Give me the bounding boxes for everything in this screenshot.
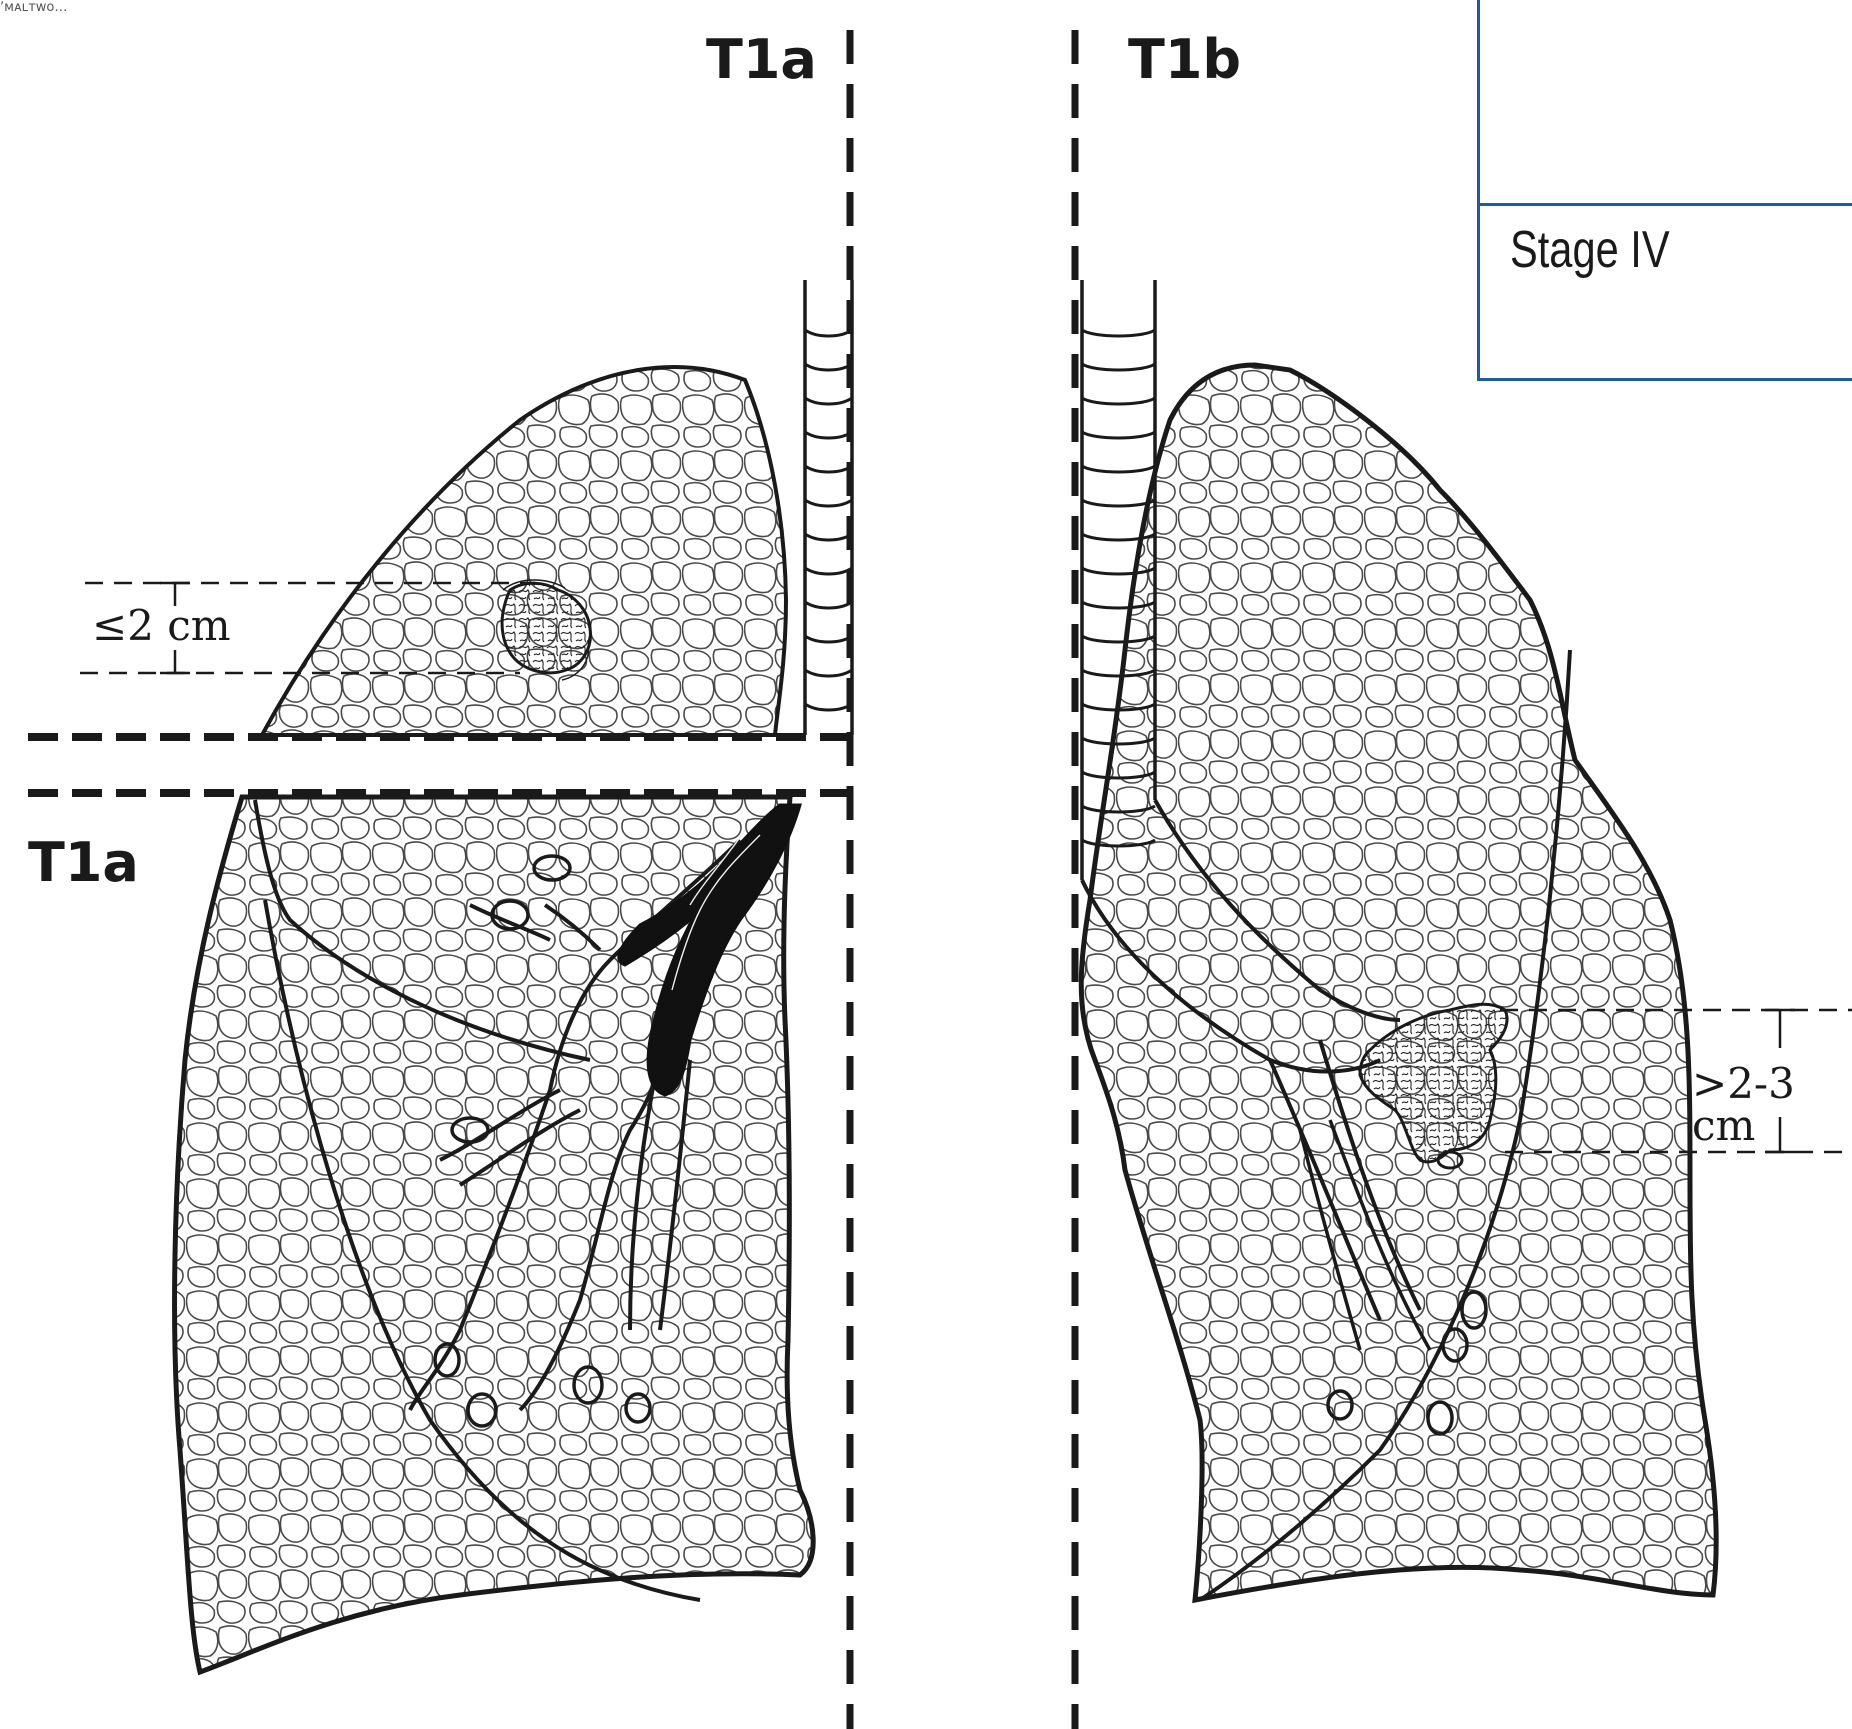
- measure-label-left: ≤2 cm: [92, 605, 231, 647]
- right-lung: [1081, 280, 1716, 1600]
- stage-table: Stage IV: [1477, 0, 1852, 381]
- trachea-ring: [805, 432, 852, 438]
- left-lung-upper: [262, 280, 852, 735]
- trachea-ring: [805, 534, 852, 540]
- trachea-ring: [805, 364, 852, 370]
- trachea-ring: [805, 704, 852, 710]
- header-fragment: ʼᴍᴀʟᴛᴡᴏ…: [0, 0, 67, 15]
- trachea-ring: [805, 330, 852, 336]
- trachea-ring: [805, 466, 852, 472]
- panel-label-right: T1b: [1128, 33, 1241, 87]
- trachea-ring: [805, 398, 852, 404]
- trachea-ring: [1082, 330, 1155, 336]
- trachea-ring: [805, 500, 852, 506]
- trachea-ring: [1082, 398, 1155, 404]
- trachea-ring: [1082, 500, 1155, 506]
- trachea-ring: [805, 636, 852, 642]
- trachea-ring: [805, 670, 852, 676]
- trachea-ring: [805, 602, 852, 608]
- trachea-ring: [1082, 432, 1155, 438]
- trachea-ring: [805, 568, 852, 574]
- panel-label-lower-left: T1a: [28, 836, 139, 890]
- trachea-ring: [1082, 466, 1155, 472]
- trachea-ring: [1082, 364, 1155, 370]
- stage-label: Stage IV: [1510, 220, 1670, 280]
- stage-table-divider: [1480, 203, 1852, 206]
- measure-label-right: >2-3 cm: [1692, 1063, 1852, 1147]
- left-lung-lower: [175, 797, 814, 1672]
- panel-label-upper-left: T1a: [706, 33, 817, 87]
